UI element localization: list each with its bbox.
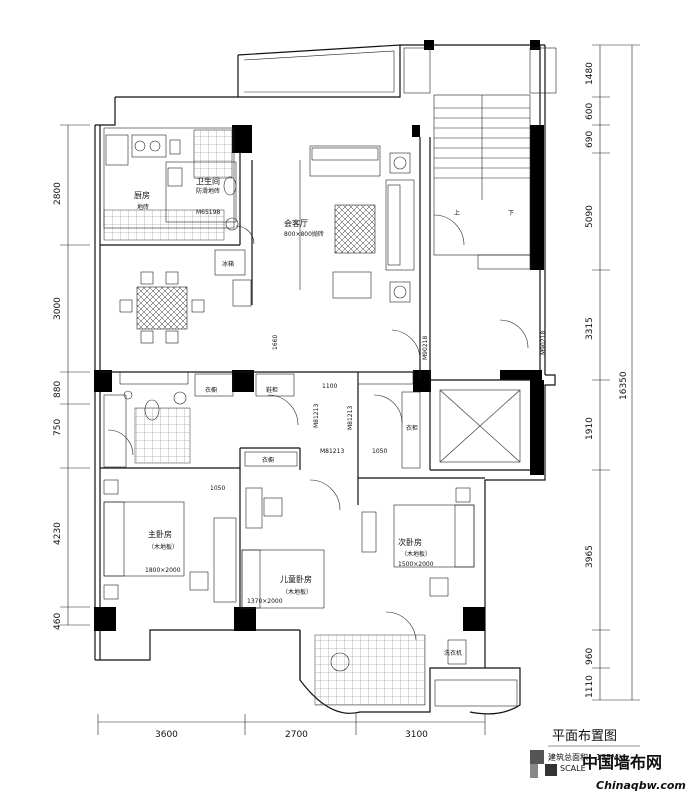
dim-1050-a: 1050 bbox=[210, 485, 225, 492]
kitchen: 厨房 地砖 bbox=[103, 127, 235, 241]
dim-bottom-0: 3600 bbox=[155, 730, 178, 740]
fridge-label: 冰箱 bbox=[222, 260, 234, 268]
outer-walls bbox=[94, 44, 556, 715]
title-block: 平面布置图 建筑总面积：135M² SCALE bbox=[548, 729, 640, 773]
child-floor: （木地板） bbox=[282, 588, 312, 596]
door-m81213-c: M81213 bbox=[320, 448, 344, 455]
wardrobes: 衣橱 鞋柜 衣柜 衣橱 bbox=[119, 371, 421, 469]
dim-left-5: 460 bbox=[53, 613, 63, 630]
door-m90218-b: M90218 bbox=[540, 331, 547, 355]
dim-left-4: 4230 bbox=[53, 522, 63, 545]
columns bbox=[94, 40, 544, 631]
child-bedroom: 儿童卧房 （木地板） 1370×2000 bbox=[241, 487, 325, 609]
area-label: 建筑总面积：135M² bbox=[548, 752, 621, 762]
door-m81213-a: M81213 bbox=[313, 404, 320, 428]
bath1-name: 卫生间 bbox=[196, 176, 220, 186]
watermark-logo: 中国墙布网 Chinaqbw.com bbox=[530, 750, 686, 792]
stair-up: 上 bbox=[454, 209, 460, 217]
washer-label: 洗衣机 bbox=[444, 649, 462, 657]
dim-1050-b: 1050 bbox=[372, 448, 387, 455]
master-bedroom: 主卧房 （木地板） 1800×2000 bbox=[103, 479, 237, 603]
dim-right-5: 1910 bbox=[585, 417, 595, 440]
watermark-en: Chinaqbw.com bbox=[596, 779, 686, 792]
second-bed: 1500×2000 bbox=[398, 561, 434, 568]
dim-right-6: 3965 bbox=[585, 545, 595, 568]
plan-title: 平面布置图 bbox=[552, 729, 617, 744]
master-floor: （木地板） bbox=[148, 543, 178, 551]
partitions bbox=[100, 137, 530, 610]
bottom-balcony: 洗衣机 bbox=[314, 634, 518, 707]
dim-right-7: 960 bbox=[585, 648, 595, 665]
dim-right-4: 3315 bbox=[585, 317, 595, 340]
second-floor: （木地板） bbox=[401, 550, 431, 558]
dim-left-3: 750 bbox=[53, 419, 63, 436]
elevator-shaft bbox=[439, 389, 521, 463]
dim-bottom-2: 3100 bbox=[405, 730, 428, 740]
right-dimension-line: 1480 600 690 5090 3315 1910 3965 960 111… bbox=[585, 44, 640, 701]
master-name: 主卧房 bbox=[148, 529, 172, 539]
wardrobe-label-2: 衣橱 bbox=[262, 456, 274, 464]
bath1-floor: 防滑地砖 bbox=[196, 187, 220, 195]
clothes-label: 衣柜 bbox=[406, 424, 418, 432]
dim-right-0: 1480 bbox=[585, 62, 595, 85]
dim-right-8: 1110 bbox=[585, 675, 595, 698]
living-floor: 800×800抛砖 bbox=[284, 230, 324, 238]
dim-right-2: 690 bbox=[585, 131, 595, 148]
wardrobe-label-1: 衣橱 bbox=[205, 386, 217, 394]
left-dimension-line: 2800 3000 880 750 4230 460 bbox=[53, 124, 90, 630]
dim-left-2: 880 bbox=[53, 381, 63, 398]
living-name: 会客厅 bbox=[284, 218, 308, 228]
second-bedroom: 次卧房 （木地板） 1500×2000 bbox=[361, 487, 475, 597]
stair-down: 下 bbox=[508, 210, 514, 217]
dim-1100: 1100 bbox=[322, 383, 337, 390]
bathroom-1: 卫生间 防滑地砖 M65198 冰箱 bbox=[165, 161, 252, 307]
dining-table bbox=[119, 271, 205, 344]
door-m90218-a: M90218 bbox=[422, 336, 429, 360]
bathroom-2 bbox=[103, 390, 191, 468]
watermark-cn: 中国墙布网 bbox=[582, 753, 662, 772]
child-name: 儿童卧房 bbox=[280, 574, 312, 584]
dim-left-0: 2800 bbox=[53, 182, 63, 205]
shoe-label: 鞋柜 bbox=[266, 386, 278, 394]
staircase: 上 下 bbox=[403, 47, 557, 270]
child-bed: 1370×2000 bbox=[247, 598, 283, 605]
kitchen-name: 厨房 bbox=[134, 190, 150, 200]
dim-total: 16350 bbox=[619, 371, 629, 400]
bottom-dimension-line: 3600 2700 3100 bbox=[97, 714, 486, 740]
second-name: 次卧房 bbox=[398, 537, 422, 547]
kitchen-floor: 地砖 bbox=[137, 203, 149, 211]
dim-right-1: 600 bbox=[585, 103, 595, 120]
dim-left-1: 3000 bbox=[53, 297, 63, 320]
scale-label: SCALE bbox=[560, 764, 586, 773]
dim-right-3: 5090 bbox=[585, 205, 595, 228]
living-room: 会客厅 800×800抛砖 bbox=[284, 145, 415, 303]
door-m65198: M65198 bbox=[196, 209, 220, 216]
doors bbox=[107, 214, 529, 641]
master-bed: 1800×2000 bbox=[145, 567, 181, 574]
door-m81213-b: M81213 bbox=[347, 406, 354, 430]
dim-bottom-1: 2700 bbox=[285, 730, 308, 740]
dim-1660: 1660 bbox=[272, 335, 279, 350]
